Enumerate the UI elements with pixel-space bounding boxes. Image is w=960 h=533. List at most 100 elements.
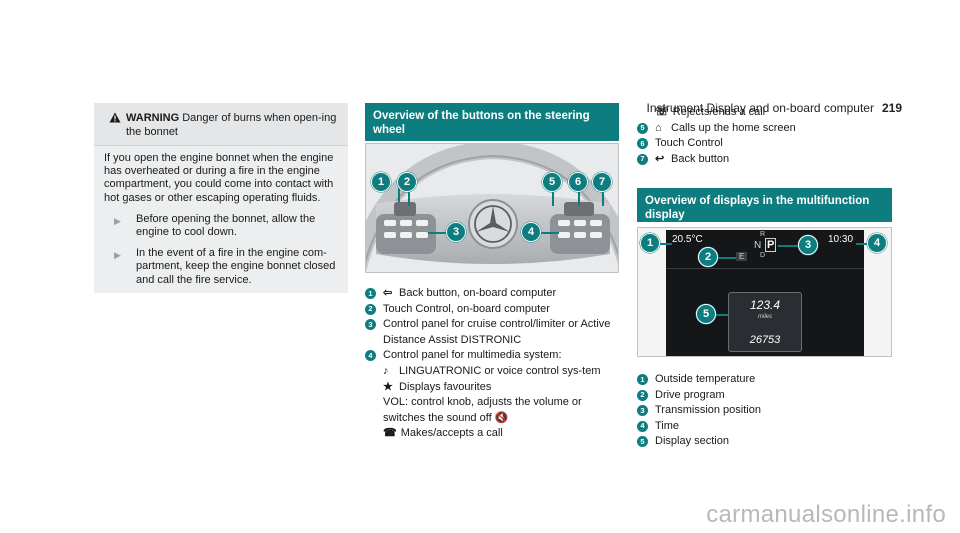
- list-item: 2 Touch Control, on-board computer: [365, 302, 620, 318]
- steering-wheel-illustration: [366, 144, 618, 272]
- display-unit: miles: [757, 314, 772, 320]
- item-text: Drive program: [655, 388, 725, 401]
- item-number: 1: [637, 374, 648, 385]
- section-title-steering-wheel: Overview of the buttons on the steering …: [365, 103, 619, 141]
- item-number: 6: [637, 138, 648, 150]
- item-text: Displays favourites: [399, 380, 492, 393]
- callout-2: 2: [698, 247, 718, 267]
- callout-leader: [602, 184, 604, 206]
- page-number: 219: [881, 101, 902, 115]
- phone-reject-icon: ☏: [655, 106, 669, 118]
- item-text: Control panel for cruise control/limiter…: [383, 318, 611, 346]
- item-text: Time: [655, 419, 680, 432]
- item-text: Makes/accepts a call: [400, 427, 503, 440]
- item-text: Display section: [655, 435, 729, 448]
- list-subitem: ★Displays favourites: [365, 380, 620, 396]
- watermark-url: carmanualsonline.info: [706, 501, 946, 528]
- arrow-right-icon: ▶: [114, 250, 121, 261]
- warning-box: WARNING Danger of burns when open-ing th…: [94, 103, 348, 293]
- display-section: [728, 292, 802, 352]
- callout-leader: [541, 232, 559, 234]
- callout-1: 1: [371, 172, 391, 192]
- list-item: 3 Transmission position: [637, 403, 892, 419]
- item-text: Control panel for multimedia system:: [383, 349, 562, 362]
- display-value: 123.4: [749, 298, 781, 312]
- callout-leader: [408, 184, 410, 206]
- list-item: 5 ⌂ Calls up the home screen: [637, 121, 892, 137]
- item-number: 7: [637, 153, 648, 165]
- callout-leader: [778, 245, 798, 247]
- item-number: 3: [637, 405, 648, 417]
- header-title: Instrument Display and on-board computer: [646, 101, 874, 115]
- list-item: 3 Control panel for cruise control/limite…: [365, 317, 620, 348]
- callout-leader: [718, 257, 736, 259]
- arrow-right-icon: ▶: [114, 215, 121, 226]
- item-text: Back button: [671, 152, 730, 165]
- callout-leader: [578, 184, 580, 206]
- item-number: 4: [637, 420, 648, 432]
- list-subitem: ♪ LINGUATRONIC or voice control sys-tem: [365, 364, 620, 380]
- item-number: 5: [637, 122, 648, 134]
- warning-title: WARNING Danger of burns when open-ing th…: [126, 111, 338, 139]
- callout-leader: [658, 243, 672, 245]
- warning-step-text: In the event of a fire in the engine com…: [136, 247, 336, 286]
- steering-wheel-figure: 1 2 3 4 5 6 7: [365, 143, 619, 273]
- phone-accept-icon: ☎: [383, 427, 397, 440]
- warning-text: If you open the engine bonnet when the e…: [104, 152, 334, 204]
- warning-label: WARNING: [126, 112, 180, 124]
- display-time: 10:30: [828, 234, 854, 245]
- list-item: 1⇦Back button, on-board computer: [365, 286, 620, 302]
- item-text: Touch Control, on-board computer: [383, 302, 550, 315]
- list-item: 4 Time: [637, 419, 892, 435]
- warning-body: If you open the engine bonnet when the e…: [94, 146, 348, 301]
- item-text: Calls up the home screen: [671, 121, 796, 134]
- callout-leader: [428, 232, 446, 234]
- warning-step: ▶ In the event of a fire in the engine co…: [104, 247, 338, 287]
- multifunction-display-figure: 20.5°C R N P D E 10:30 123.4 miles 26753…: [637, 227, 892, 357]
- display-drive-program: E: [736, 252, 748, 261]
- item-text: Touch Control: [655, 137, 723, 150]
- mute-icon: 🔇: [494, 411, 509, 424]
- display-topline: [666, 268, 864, 269]
- voice-control-icon: ♪: [383, 364, 389, 377]
- callout-7: 7: [592, 172, 612, 192]
- item-number: 2: [365, 303, 376, 315]
- callout-3: 3: [446, 222, 466, 242]
- item-text: Back button, on-board computer: [399, 287, 557, 299]
- display-odometer: 26753: [749, 334, 781, 346]
- warning-triangle-icon: [104, 111, 126, 139]
- warning-header: WARNING Danger of burns when open-ing th…: [94, 103, 348, 146]
- home-icon: ⌂: [655, 121, 662, 134]
- section-title-multifunction-display: Overview of displays in the multifunctio…: [637, 188, 892, 222]
- list-item: 6 Touch Control: [637, 136, 892, 152]
- callout-leader: [398, 184, 400, 202]
- display-temperature: 20.5°C: [672, 234, 703, 245]
- back-home-icon: ⇦: [383, 287, 393, 299]
- warning-title-text: Danger of burns when open-ing the bonnet: [126, 112, 337, 138]
- warning-step: ▶ Before opening the bonnet, allow the en…: [104, 213, 338, 239]
- list-subitem: VOL: control knob, adjusts the volume or…: [365, 395, 620, 426]
- callout-6: 6: [568, 172, 588, 192]
- item-number: 4: [365, 350, 376, 362]
- item-text: Rejects/ends a call: [672, 106, 766, 118]
- list-subitem: ☏Rejects/ends a call: [637, 105, 892, 121]
- item-number: 2: [637, 389, 648, 401]
- steering-wheel-legend-continued: ☏Rejects/ends a call 5 ⌂ Calls up the home…: [637, 105, 892, 167]
- item-text: Transmission position: [655, 404, 761, 417]
- callout-leader: [552, 184, 554, 206]
- callout-leader: [716, 314, 728, 316]
- callout-leader: [856, 243, 868, 245]
- callout-4: 4: [867, 233, 887, 253]
- item-text: LINGUATRONIC or voice control sys-tem: [399, 364, 601, 377]
- warning-step-text: Before opening the bonnet, allow the eng…: [136, 212, 316, 239]
- list-item: 4 Control panel for multimedia system:: [365, 348, 620, 364]
- list-item: 2 Drive program: [637, 388, 892, 404]
- display-gear-r: R: [760, 231, 766, 238]
- back-icon: ↩: [655, 152, 665, 165]
- item-number: 3: [365, 319, 376, 331]
- page-header: Instrument Display and on-board computer…: [647, 101, 902, 115]
